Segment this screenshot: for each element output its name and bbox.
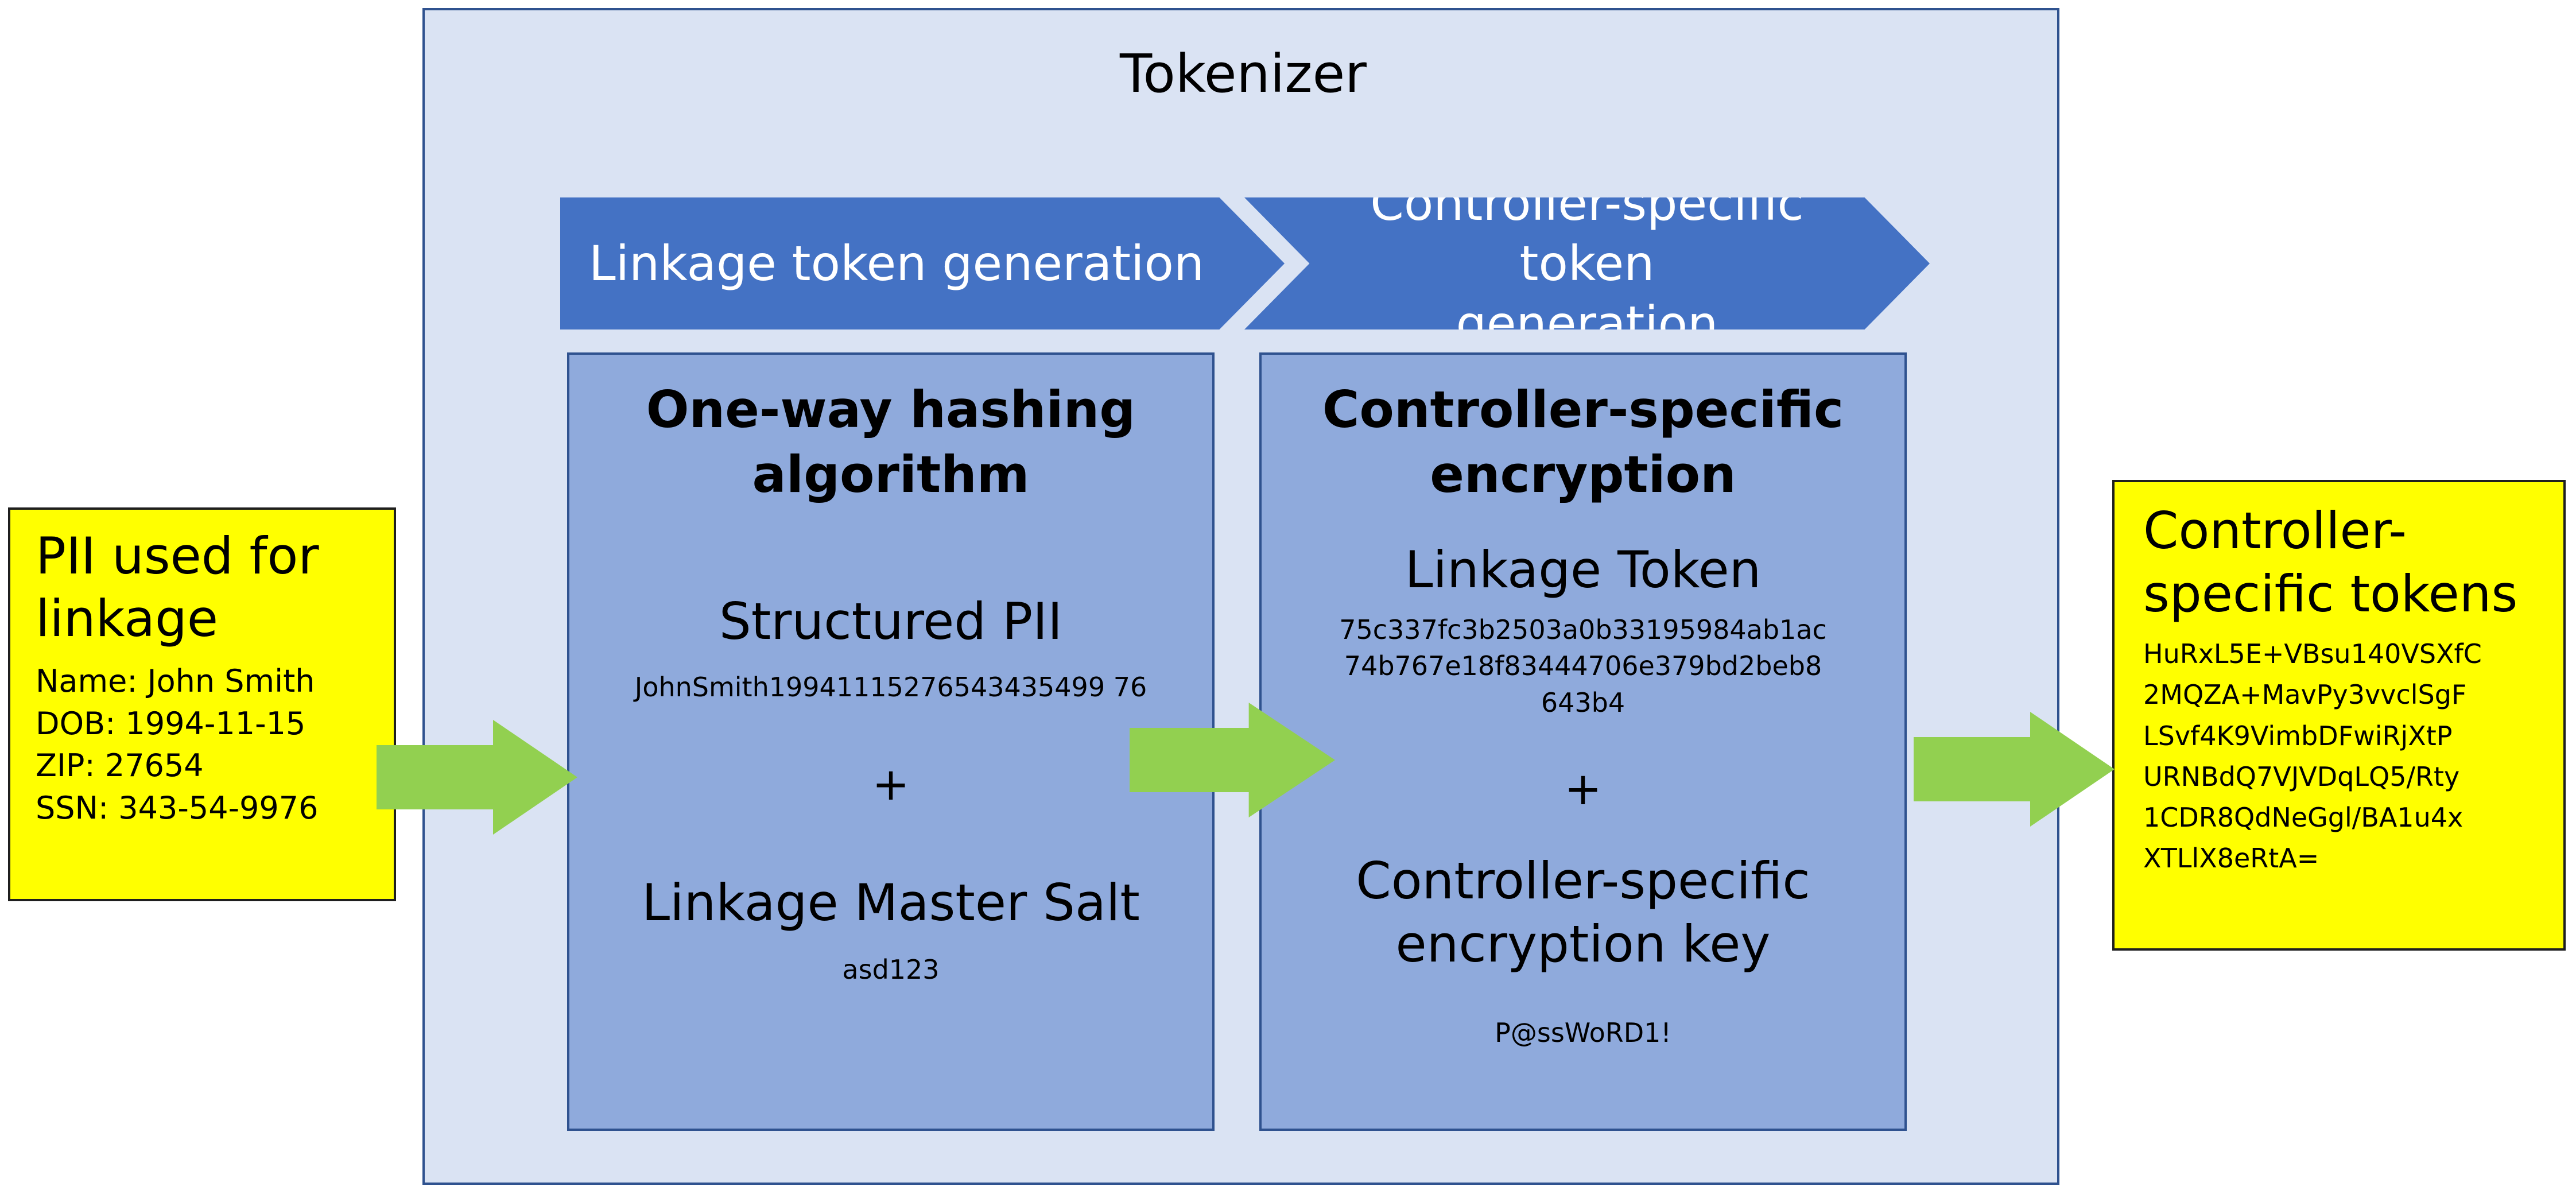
- hashing-plus-sign: +: [872, 759, 910, 811]
- controller-tokens-title-line1: Controller-: [2143, 501, 2407, 560]
- linkage-token-line: 74b767e18f83444706e379bd2beb8: [1344, 650, 1822, 682]
- stage-linkage-label: Linkage token generation: [588, 235, 1205, 292]
- linkage-token-value: 75c337fc3b2503a0b33195984ab1ac 74b767e18…: [1262, 612, 1904, 721]
- structured-pii-label: Structured PII: [719, 592, 1063, 651]
- controller-tokens-title-line2: specific tokens: [2143, 564, 2518, 623]
- pii-field-zip: ZIP: 27654: [36, 747, 204, 784]
- controller-token-line: HuRxL5E+VBsu140VSXfC: [2143, 638, 2482, 669]
- encryption-title-line2: encryption: [1430, 444, 1736, 504]
- pii-input-box: PII used for linkage Name: John Smith DO…: [8, 507, 396, 901]
- stage-linkage-token-generation: Linkage token generation: [560, 197, 1285, 329]
- controller-tokens-box: Controller- specific tokens HuRxL5E+VBsu…: [2112, 480, 2566, 951]
- controller-token-line: 1CDR8QdNeGgl/BA1u4x: [2143, 802, 2464, 834]
- controller-token-line: XTLlX8eRtA=: [2143, 843, 2319, 874]
- controller-token-line: LSvf4K9VimbDFwiRjXtP: [2143, 720, 2453, 751]
- encryption-title: Controller-specific encryption: [1262, 378, 1904, 507]
- tokenizer-title: Tokenizer: [1119, 43, 1367, 104]
- hashing-panel: One-way hashing algorithm Structured PII…: [567, 352, 1215, 1131]
- pii-input-title-line1: PII used for: [36, 526, 319, 586]
- hashing-title-line2: algorithm: [752, 444, 1030, 504]
- stage-controller-label-line1: Controller-specific token: [1370, 175, 1804, 292]
- hashing-title-line1: One-way hashing: [646, 380, 1136, 439]
- encryption-title-line1: Controller-specific: [1322, 380, 1844, 439]
- stage-controller-label: Controller-specific token generation: [1308, 175, 1867, 352]
- linkage-master-salt-value: asd123: [842, 954, 940, 985]
- hashing-title: One-way hashing algorithm: [569, 378, 1212, 507]
- pii-field-name: Name: John Smith: [36, 663, 315, 700]
- controller-token-line: 2MQZA+MavPy3vvclSgF: [2143, 679, 2467, 711]
- linkage-token-line: 75c337fc3b2503a0b33195984ab1ac: [1339, 614, 1827, 645]
- encryption-panel: Controller-specific encryption Linkage T…: [1259, 352, 1907, 1131]
- pii-input-title-line2: linkage: [36, 589, 219, 649]
- encryption-key-value: P@ssWoRD1!: [1495, 1017, 1671, 1048]
- pii-field-ssn: SSN: 343-54-9976: [36, 789, 319, 826]
- linkage-master-salt-label: Linkage Master Salt: [642, 873, 1140, 932]
- encryption-plus-sign: +: [1564, 763, 1602, 815]
- structured-pii-value: JohnSmith19941115276543435499 76: [634, 672, 1147, 703]
- encryption-key-label-line1: Controller-specific: [1356, 851, 1810, 910]
- controller-tokens-title: Controller- specific tokens: [2143, 499, 2563, 626]
- pii-input-title: PII used for linkage: [36, 525, 394, 650]
- stage-controller-specific-token-generation: Controller-specific token generation: [1244, 197, 1930, 329]
- encryption-key-label: Controller-specific encryption key: [1262, 850, 1904, 976]
- linkage-token-label: Linkage Token: [1405, 540, 1762, 599]
- controller-token-line: URNBdQ7VJVDqLQ5/Rty: [2143, 761, 2460, 792]
- pii-field-dob: DOB: 1994-11-15: [36, 705, 306, 742]
- stage-controller-label-line2: generation: [1456, 295, 1718, 352]
- encryption-key-label-line2: encryption key: [1395, 914, 1771, 974]
- linkage-token-line: 643b4: [1541, 687, 1625, 718]
